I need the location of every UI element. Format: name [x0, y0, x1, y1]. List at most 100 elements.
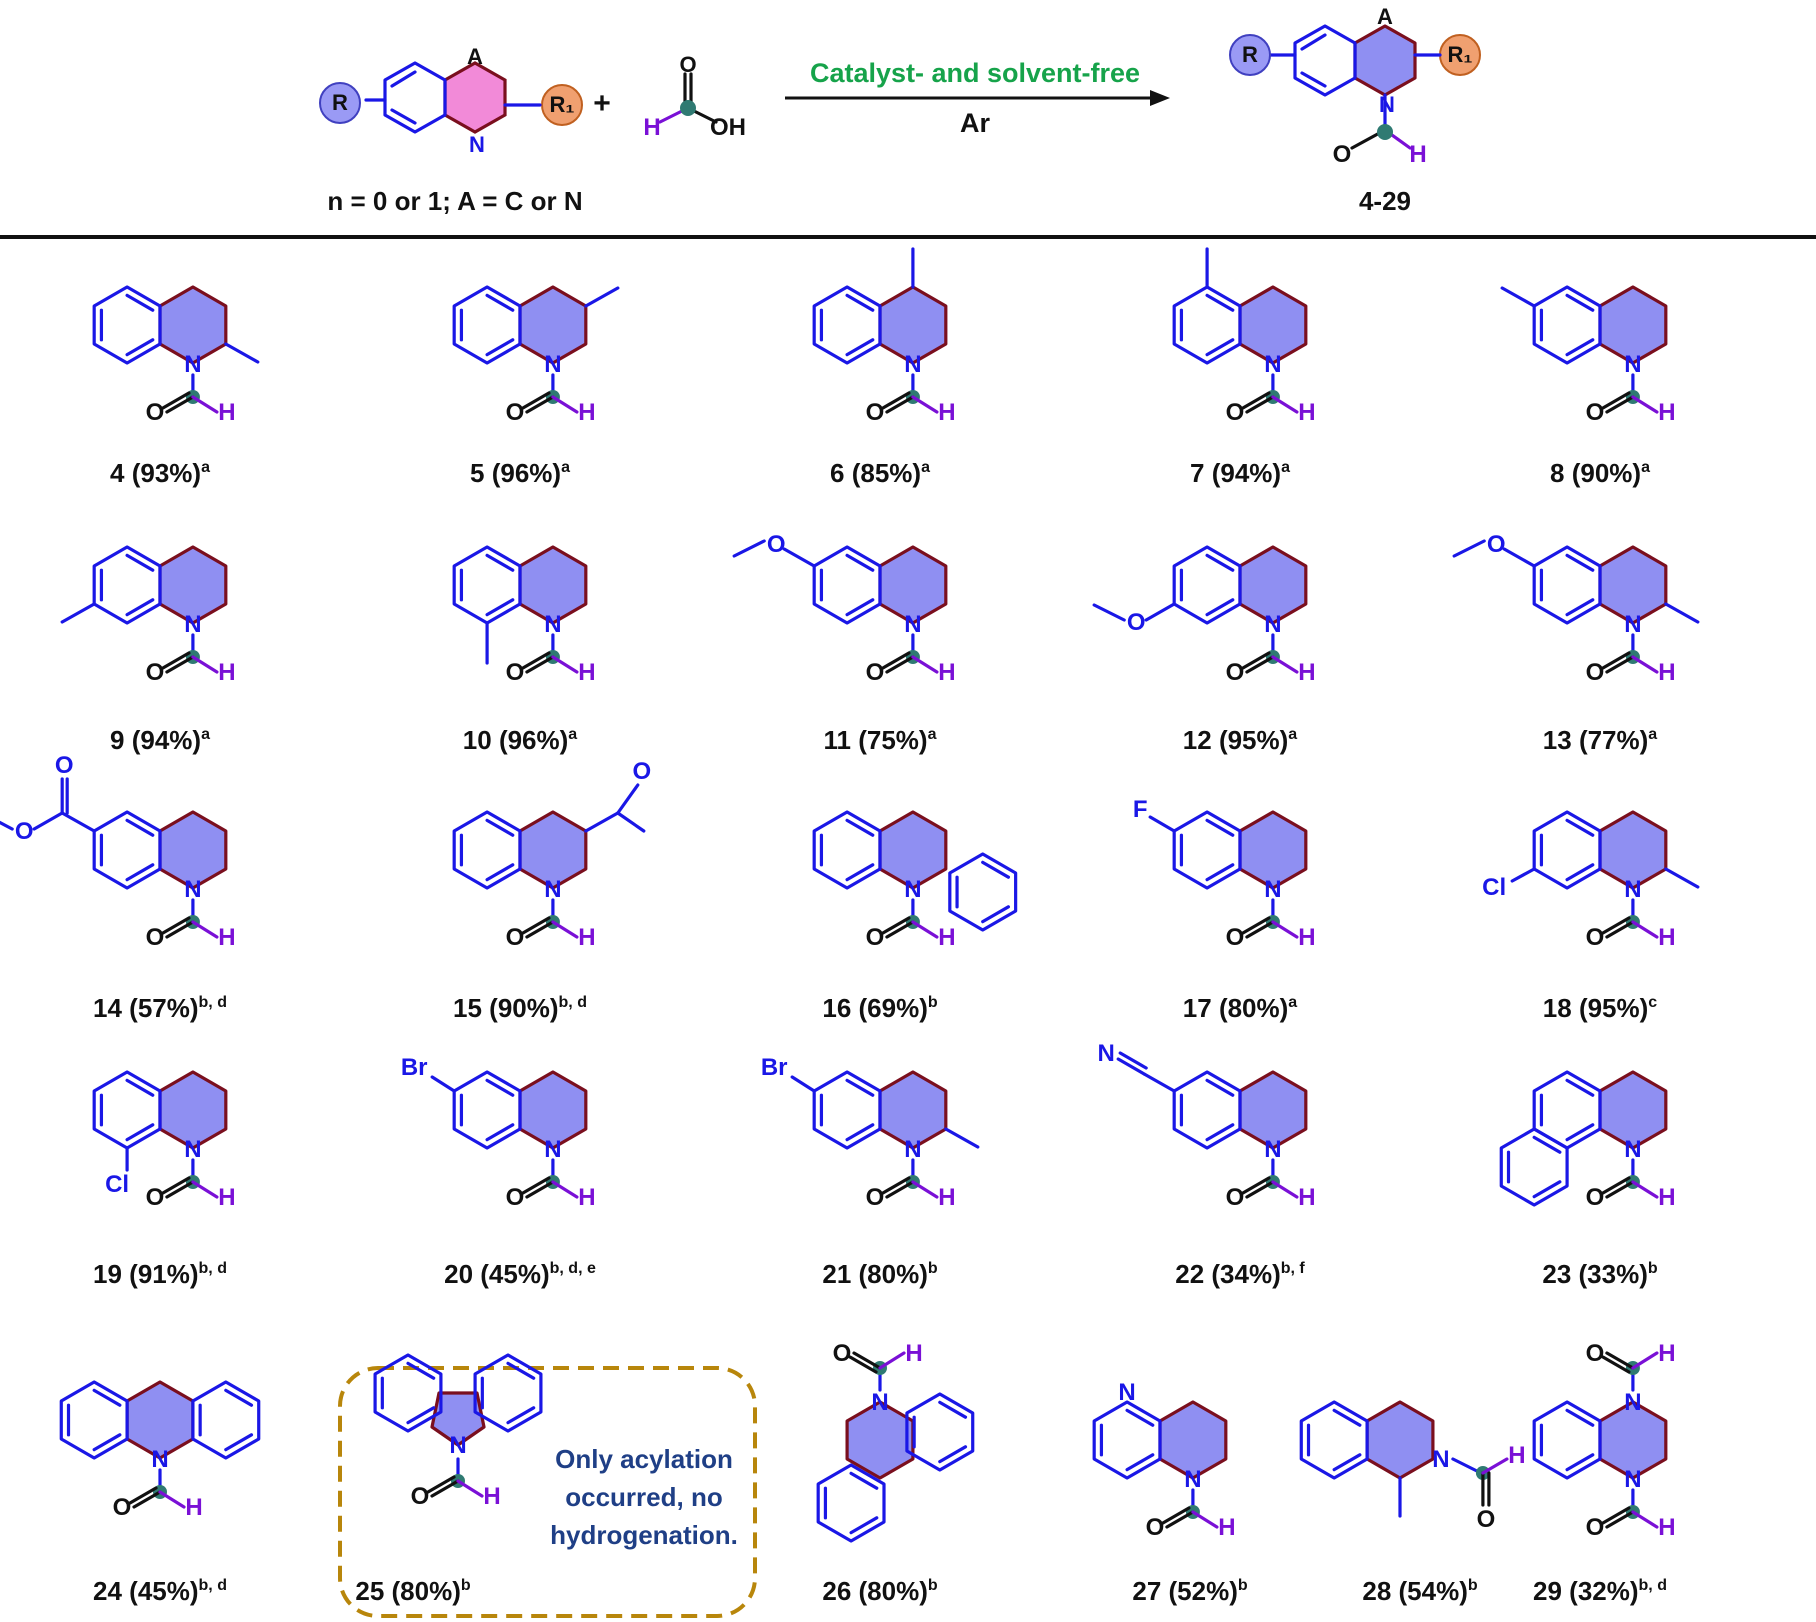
formyl-oxygen: O — [1586, 1184, 1605, 1211]
formyl-oxygen: O — [506, 399, 525, 426]
formyl-oxygen: O — [866, 1184, 885, 1211]
ring-nitrogen: N — [184, 351, 201, 378]
compound-footnote: a — [201, 726, 210, 743]
compound-label: 14 (57%)b, d — [93, 993, 227, 1023]
formic-o-label: O — [679, 52, 696, 77]
ring-nitrogen: N — [904, 1136, 921, 1163]
reactant-r-label: R — [332, 90, 348, 115]
formyl-oxygen: O — [506, 659, 525, 686]
product-structure: R A N R₁ O H — [1229, 4, 1481, 168]
formyl-oxygen: O — [1477, 1506, 1496, 1533]
formyl-oxygen: O — [113, 1494, 132, 1521]
formyl-hydrogen: H — [483, 1483, 500, 1510]
formyl-oxygen: O — [146, 924, 165, 951]
formyl-oxygen: O — [1226, 659, 1245, 686]
reactant-r1-label: R₁ — [550, 92, 575, 117]
formyl-oxygen: O — [1586, 659, 1605, 686]
ring-nitrogen: N — [1624, 351, 1641, 378]
product-n-label: N — [1379, 92, 1395, 117]
compound-label: 6 (85%)a — [830, 458, 930, 488]
ring-nitrogen: N — [544, 876, 561, 903]
ring-nitrogen: N — [1624, 1136, 1641, 1163]
compound-label: 25 (80%)b — [355, 1576, 471, 1606]
compound-footnote: a — [568, 726, 577, 743]
compound-footnote: a — [1641, 459, 1650, 476]
formyl-hydrogen: H — [578, 924, 595, 951]
compound-label: 17 (80%)a — [1183, 993, 1298, 1023]
formyl-oxygen: O — [1226, 1184, 1245, 1211]
formyl-oxygen: O — [1586, 924, 1605, 951]
compound-footnote: a — [921, 459, 930, 476]
formyl-hydrogen: H — [1658, 1184, 1675, 1211]
formyl-hydrogen: H — [1298, 1184, 1315, 1211]
methoxy-oxygen: O — [1487, 531, 1506, 558]
condition-bottom: Ar — [960, 108, 990, 138]
reactant-structure: R A N R₁ — [319, 44, 583, 157]
ring-nitrogen: N — [1184, 1466, 1201, 1493]
compound-footnote: a — [1281, 459, 1290, 476]
ring-nitrogen: N — [1432, 1446, 1449, 1473]
compound-footnote: b, f — [1281, 1260, 1306, 1277]
formyl-hydrogen: H — [578, 659, 595, 686]
ring-nitrogen: N — [1264, 351, 1281, 378]
ring-nitrogen: N — [544, 351, 561, 378]
compound-label: 11 (75%)a — [824, 725, 937, 755]
product-r1-label: R₁ — [1448, 42, 1473, 67]
ring-nitrogen: N — [544, 611, 561, 638]
compound-25-box — [338, 1366, 757, 1618]
reactant-a-label: A — [467, 44, 483, 69]
compound-label: 29 (32%)b, d — [1533, 1576, 1667, 1606]
ring-nitrogen: N — [1624, 611, 1641, 638]
formyl-oxygen: O — [1226, 924, 1245, 951]
compound-label: 7 (94%)a — [1190, 458, 1290, 488]
formyl-hydrogen: H — [938, 1184, 955, 1211]
formyl-hydrogen: H — [1658, 659, 1675, 686]
compound-footnote: b — [928, 1577, 938, 1594]
formyl-hydrogen: H — [938, 399, 955, 426]
condition-top: Catalyst- and solvent-free — [810, 58, 1140, 88]
formyl-hydrogen: H — [938, 659, 955, 686]
nitrile-nitrogen: N — [1098, 1040, 1115, 1067]
compound-label: 8 (90%)a — [1550, 458, 1650, 488]
ring-nitrogen: N — [544, 1136, 561, 1163]
formyl-hydrogen: H — [578, 1184, 595, 1211]
formyl-hydrogen: H — [905, 1340, 922, 1367]
compound-footnote: b, d — [199, 1260, 227, 1277]
box-note-line-3: hydrogenation. — [550, 1520, 738, 1550]
reactant-caption: n = 0 or 1; A = C or N — [327, 186, 582, 216]
compound-footnote: b — [1468, 1577, 1478, 1594]
compound-footnote: a — [201, 459, 210, 476]
chlorine: Cl — [105, 1171, 129, 1198]
compound-footnote: b, d — [199, 994, 227, 1011]
reactant-n-label: N — [469, 132, 485, 157]
formyl-hydrogen: H — [1298, 924, 1315, 951]
formyl-oxygen: O — [866, 924, 885, 951]
compound-label: 15 (90%)b, d — [453, 993, 587, 1023]
box-note: Only acylation occurred, no hydrogenatio… — [550, 1444, 738, 1550]
formyl-hydrogen: H — [1658, 924, 1675, 951]
formyl-hydrogen: H — [1658, 399, 1675, 426]
reaction-header: R A N R₁ + O H OH Catalyst- and solvent-… — [319, 4, 1481, 216]
formyl-oxygen: O — [506, 1184, 525, 1211]
compound-label: 27 (52%)b — [1132, 1576, 1248, 1606]
formyl-hydrogen: H — [1218, 1514, 1235, 1541]
compound-label: 19 (91%)b, d — [93, 1259, 227, 1289]
ring-nitrogen: N — [1264, 1136, 1281, 1163]
compound-label: 26 (80%)b — [822, 1576, 938, 1606]
ring-nitrogen: N — [151, 1446, 168, 1473]
formyl-hydrogen: H — [218, 659, 235, 686]
compound-footnote: b — [928, 1260, 938, 1277]
compound-footnote: a — [561, 459, 570, 476]
formyl-hydrogen: H — [1508, 1442, 1525, 1469]
